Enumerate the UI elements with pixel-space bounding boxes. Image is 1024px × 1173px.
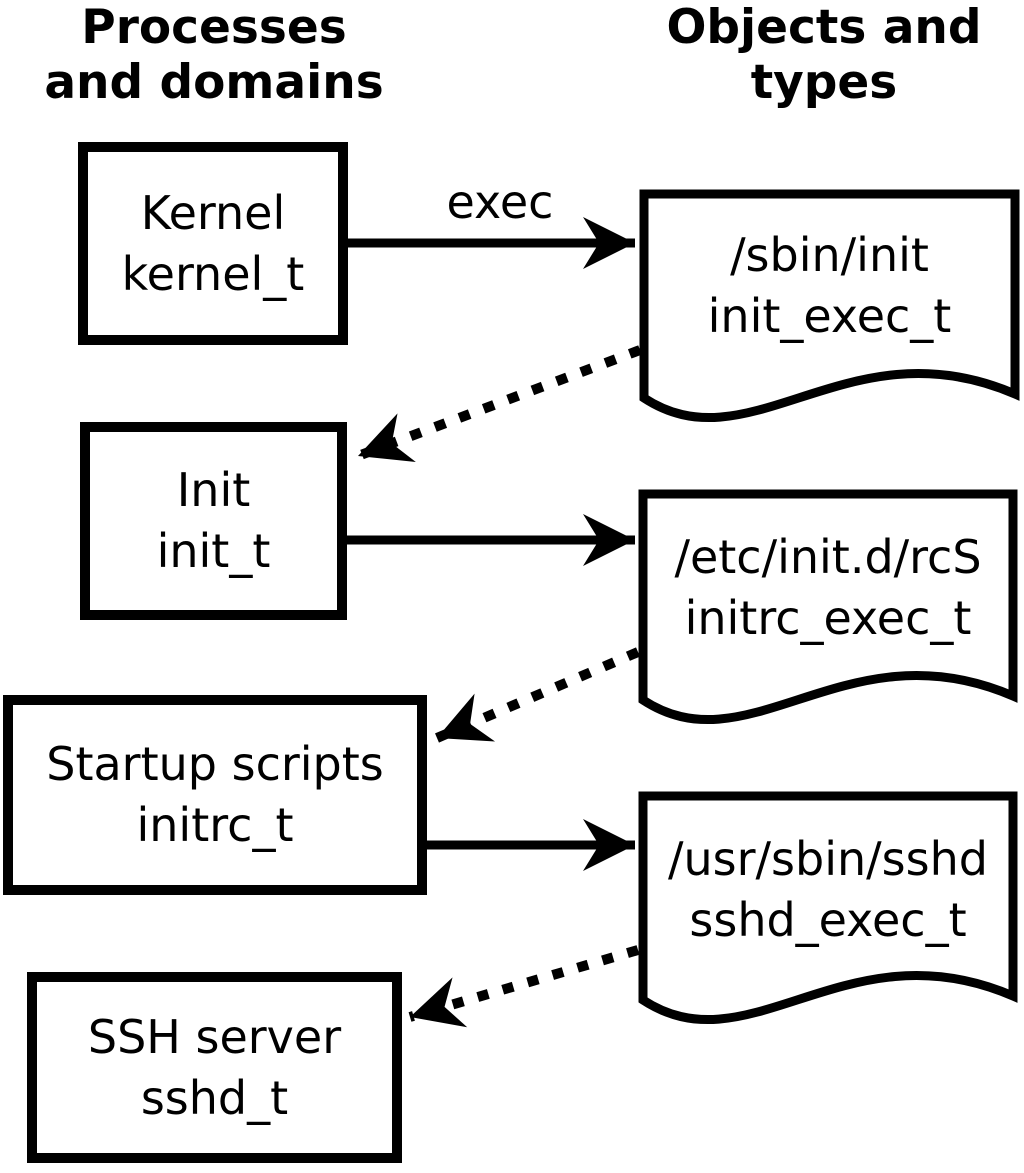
object-doc-usr-sbin-sshd xyxy=(638,791,1018,1024)
object-label-sbin-init: /sbin/init init_exec_t xyxy=(640,190,1019,382)
process-label-kernel: Kernel kernel_t xyxy=(78,142,348,345)
column-title-objects: Objects and types xyxy=(666,0,982,111)
process-type: initrc_t xyxy=(136,798,294,852)
process-label-init: Init init_t xyxy=(80,422,347,620)
dotted-arrow-sbin-init-to-init xyxy=(356,345,642,463)
object-label-usr-sbin-sshd: /usr/sbin/sshd sshd_exec_t xyxy=(639,792,1017,988)
process-name: Kernel xyxy=(140,185,286,240)
object-label-etc-initd-rcs: /etc/init.d/rcS initrc_exec_t xyxy=(639,490,1017,686)
column-title-processes: Processes and domains xyxy=(44,0,384,111)
object-path: /usr/sbin/sshd xyxy=(668,832,988,887)
process-box-startup-scripts xyxy=(3,695,427,895)
process-box-kernel xyxy=(78,142,348,345)
object-doc-sbin-init xyxy=(639,189,1020,422)
process-name: Startup scripts xyxy=(46,737,384,792)
process-type: kernel_t xyxy=(121,246,305,301)
object-path: /etc/init.d/rcS xyxy=(674,530,982,585)
dotted-arrow-rcs-to-startup xyxy=(435,647,640,743)
object-type: init_exec_t xyxy=(707,289,952,343)
process-label-startup-scripts: Startup scripts initrc_t xyxy=(3,695,427,895)
object-type: initrc_exec_t xyxy=(684,591,972,645)
process-label-ssh-server: SSH server sshd_t xyxy=(27,972,402,1163)
process-type: sshd_t xyxy=(140,1070,289,1125)
object-path: /sbin/init xyxy=(730,228,929,283)
edge-label-exec: exec xyxy=(446,175,554,229)
process-name: Init xyxy=(176,463,251,518)
process-name: SSH server xyxy=(87,1009,342,1064)
process-box-init xyxy=(80,422,347,620)
process-type: init_t xyxy=(156,524,271,578)
dotted-arrow-sshd-to-sshserver xyxy=(408,945,640,1028)
object-doc-etc-initd-rcs xyxy=(638,489,1018,724)
process-box-ssh-server xyxy=(27,972,402,1163)
object-type: sshd_exec_t xyxy=(689,893,967,947)
